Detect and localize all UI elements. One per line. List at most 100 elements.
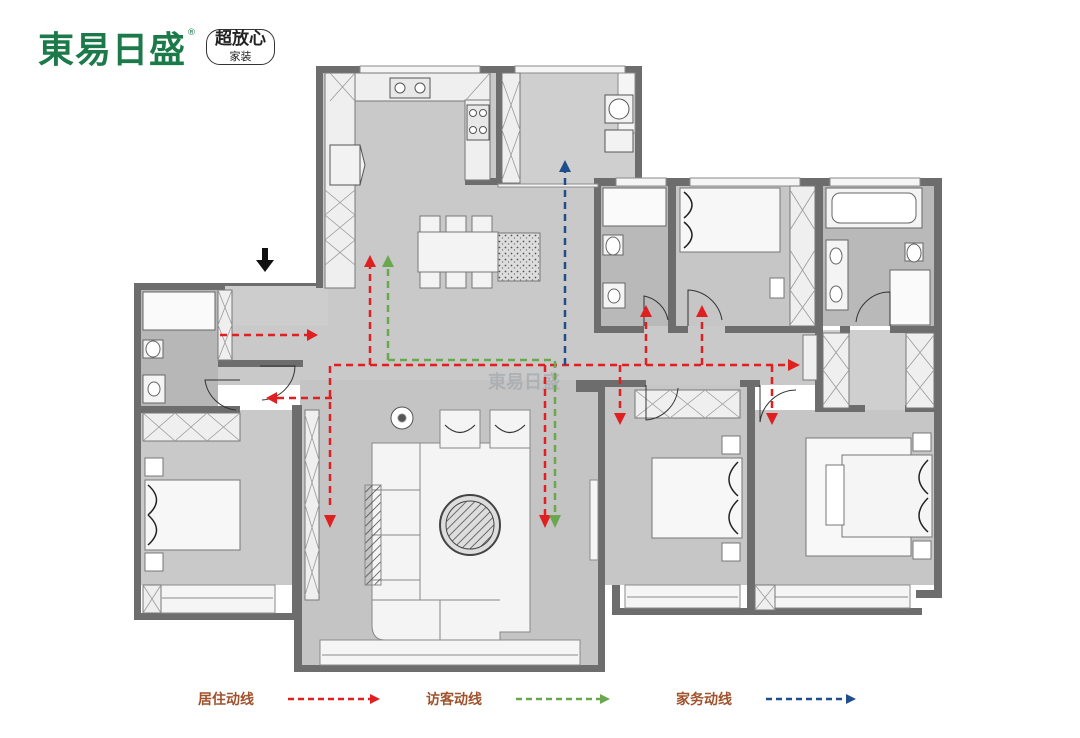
island-counter (497, 232, 541, 282)
wardrobe (822, 332, 850, 409)
wall-segment (934, 178, 942, 598)
vanity-basin (829, 285, 843, 303)
wall-segment (747, 380, 755, 615)
bed-pillows (918, 459, 929, 533)
legend-living: 居住动线 (198, 691, 380, 708)
wall-segment (594, 178, 601, 333)
burner (469, 126, 477, 134)
washer-drum (608, 98, 630, 120)
door-swing (759, 385, 797, 423)
badge-top-text: 超放心 (215, 29, 267, 49)
floor-lamp-core (397, 413, 407, 423)
window (319, 639, 581, 666)
registered-mark: ® (187, 28, 197, 38)
wall-segment (815, 330, 823, 412)
wall-segment (840, 326, 850, 333)
window (514, 65, 626, 74)
legend-chores: 家务动线 (676, 691, 856, 708)
brand-name: 東易日盛 (38, 30, 187, 71)
window (159, 584, 276, 614)
sink-bowl (394, 82, 406, 94)
shoe-cabinet (217, 289, 233, 361)
wall-segment (496, 66, 502, 184)
dining-table (417, 231, 499, 273)
counter-unit (802, 334, 818, 381)
dining-chair (471, 271, 493, 289)
wall-segment (594, 326, 644, 333)
bed-pillows (147, 484, 158, 546)
legend-visitor: 访客动线 (426, 691, 610, 708)
burner (479, 126, 487, 134)
wall-segment (668, 178, 676, 333)
slogan-badge: 超放心 家装 (206, 29, 276, 65)
sink-bowl (414, 82, 426, 94)
living-furniture (364, 406, 531, 641)
dining-chair (419, 215, 441, 233)
dining-chair (419, 271, 441, 289)
wall-segment (140, 406, 240, 413)
fridge (329, 144, 366, 186)
wall-segment (916, 590, 942, 598)
armchair-cushion (444, 424, 526, 434)
burner (479, 109, 487, 117)
wall-segment (316, 66, 323, 288)
living-path-arrowheads (266, 255, 800, 528)
door-swing (643, 295, 669, 326)
window (689, 177, 801, 187)
armchair (439, 409, 481, 449)
bed (651, 457, 743, 539)
wall-segment (725, 326, 823, 333)
nightstand (912, 432, 932, 452)
toilet-bowl (906, 243, 922, 263)
beds (144, 187, 933, 572)
shower (889, 269, 931, 326)
tall-cabinet (501, 72, 521, 184)
wall-segment (598, 380, 605, 590)
walls (134, 66, 942, 672)
dining-chair (471, 215, 493, 233)
armchair (489, 409, 531, 449)
wardrobe (905, 332, 935, 409)
wall-segment (598, 380, 646, 387)
shower (142, 291, 216, 331)
watermark-text: 東易日盛 (488, 371, 560, 393)
bed (679, 187, 781, 253)
entrance-arrow-icon (256, 248, 274, 272)
visitor-circulation-path (386, 265, 557, 515)
toilet-bowl (145, 340, 161, 358)
coffee-table-top (445, 500, 495, 550)
living-circulation-path (220, 265, 790, 515)
legend-visitor-label: 访客动线 (426, 691, 482, 708)
door-swing (855, 291, 891, 326)
bathtub-inner (831, 192, 917, 224)
nightstand (721, 542, 741, 562)
wall-segment (294, 600, 302, 672)
sliding-door (589, 479, 599, 561)
bench (825, 464, 845, 526)
wall-segment (218, 360, 303, 367)
balcony-sink (604, 129, 634, 153)
badge-bottom-text: 家装 (229, 50, 252, 63)
door-swing (687, 289, 723, 326)
sofa-arm-hatched (364, 484, 382, 586)
window (359, 65, 481, 74)
wall-segment (668, 326, 688, 333)
bathroom-fixtures (142, 187, 931, 404)
wall-segment (465, 178, 500, 185)
toilet-bowl (605, 236, 621, 256)
wall-segment (890, 326, 942, 333)
nightstand (144, 552, 164, 572)
dining-chair (445, 271, 467, 289)
wall-segment (134, 283, 224, 290)
door-swing (645, 385, 679, 421)
visitor-path-arrowheads (382, 255, 561, 528)
vanity-basin (607, 288, 621, 304)
stool (769, 277, 785, 299)
dining-chair (445, 215, 467, 233)
chores-path-arrowheads (559, 160, 571, 172)
window (829, 177, 921, 187)
wall-segment (815, 178, 823, 338)
wall-segment (134, 613, 299, 620)
